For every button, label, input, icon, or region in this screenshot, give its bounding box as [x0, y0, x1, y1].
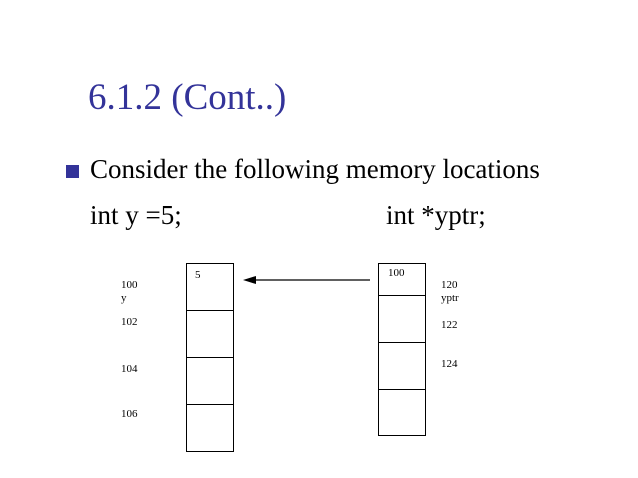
declaration-yptr: int *yptr;: [386, 200, 486, 230]
arrow-head-icon: [243, 276, 256, 284]
memory-cell-104: [186, 357, 234, 405]
address-label-124: 124: [441, 358, 458, 370]
memory-cell-102: [186, 310, 234, 358]
cell-value: 5: [195, 269, 201, 281]
cell-value: 100: [388, 267, 405, 279]
square-bullet-icon: [66, 165, 79, 178]
variable-name-y: y: [121, 292, 127, 304]
memory-cell-126: [378, 389, 426, 436]
slide-title: 6.1.2 (Cont..): [88, 77, 287, 118]
address-label-104: 104: [121, 363, 138, 375]
address-label-100: 100: [121, 279, 138, 291]
address-label-120: 120: [441, 279, 458, 291]
bullet-text: Consider the following memory locations: [90, 154, 540, 184]
memory-cell-124: [378, 342, 426, 390]
address-label-102: 102: [121, 316, 138, 328]
declaration-y: int y =5;: [90, 200, 182, 230]
address-label-122: 122: [441, 319, 458, 331]
address-label-106: 106: [121, 408, 138, 420]
memory-cell-122: [378, 295, 426, 343]
variable-name-yptr: yptr: [441, 292, 459, 304]
memory-cell-106: [186, 404, 234, 452]
